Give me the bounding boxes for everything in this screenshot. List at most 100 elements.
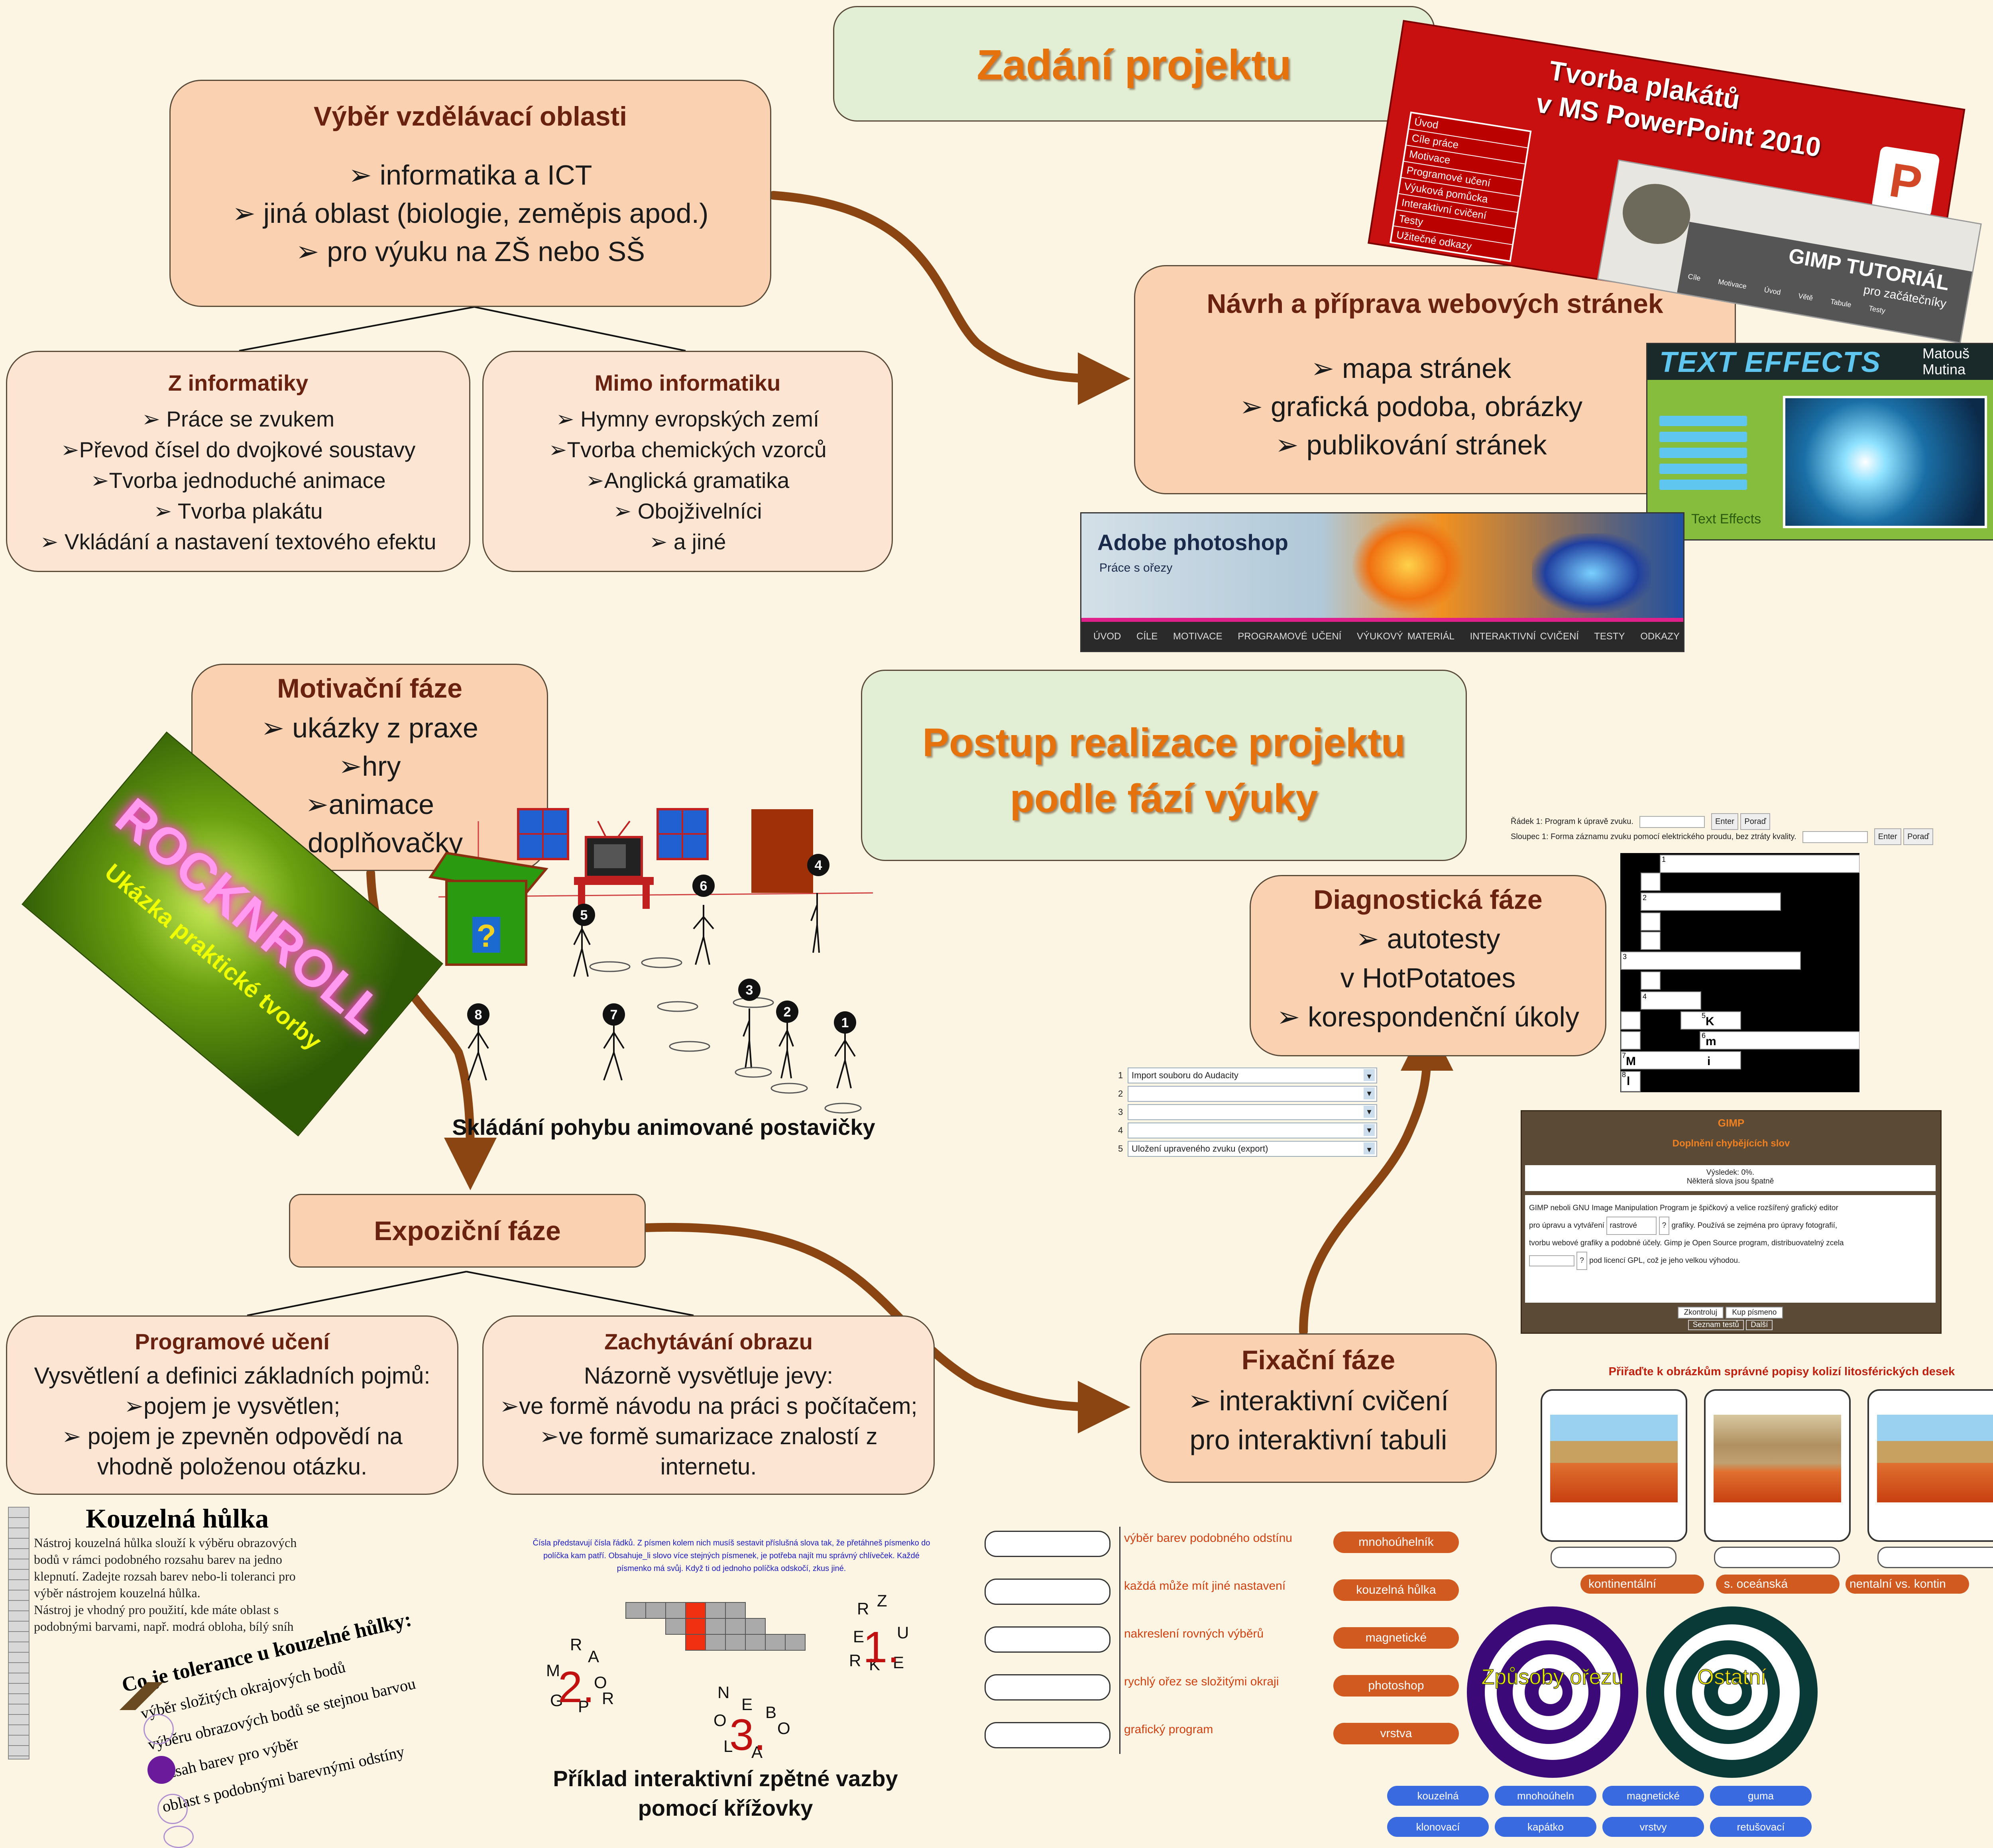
expozicni-title: Expoziční fáze [374,1216,561,1246]
ps-nav-item[interactable]: INTERAKTIVNÍ CVIČENÍ [1470,631,1579,642]
ps-nav-item[interactable]: PROGRAMOVÉ UČENÍ [1238,631,1342,642]
buy-letter-button[interactable]: Kup písmeno [1726,1307,1783,1319]
zachytavani-item: internetu. [660,1454,757,1480]
audacity-order-list: 1 Import souboru do Audacity ▾ 2 ▾ 3 ▾ 4… [1118,1066,1377,1158]
order-select[interactable]: Import souboru do Audacity ▾ [1128,1068,1377,1083]
column-answer-input[interactable] [1802,831,1868,843]
z-informatiky-item: ➢ Tvorba plakátu [153,499,323,523]
svg-text:l: l [1627,1075,1630,1088]
order-select[interactable]: ▾ [1128,1104,1377,1120]
match-chip[interactable]: mnohoúhelník [1333,1531,1459,1553]
hint-button[interactable]: ? [1576,1252,1587,1270]
ps-nav-item[interactable]: ODKAZY [1640,631,1680,642]
radio-option[interactable] [143,1714,174,1744]
svg-text:R: R [570,1635,582,1654]
kriz-instructions: Čísla představují čísla řádků. Z písmen … [533,1539,930,1573]
vyber-box: Výběr vzdělávací oblasti ➢ informatika a… [169,80,771,307]
ps-nav-item[interactable]: MOTIVACE [1173,631,1223,642]
match-description: každá může mít jiné nastavení [1124,1579,1286,1592]
match-slot[interactable] [985,1626,1110,1653]
chip[interactable]: magnetické [1602,1786,1704,1806]
radio-option[interactable] [157,1794,188,1824]
crossword-grid[interactable]: 1 2 3 4 5 6 7 8 K m M i l t C [1620,853,1859,1092]
match-slot[interactable] [985,1531,1110,1557]
plate-drop-slot[interactable] [1877,1547,1993,1568]
match-description: nakreslení rovných výběrů [1124,1627,1264,1640]
row-enter-button[interactable]: Enter [1711,813,1738,830]
zachytavani-item: ➢ve formě návodu na práci s počítačem; [499,1393,918,1419]
chip[interactable]: vrstvy [1602,1817,1704,1837]
fixacni-item: pro interaktivní tabuli [1189,1424,1447,1455]
plate-card[interactable] [1541,1389,1687,1542]
kriz-puzzle[interactable]: R A M O G P R R Z E U R K E N E B O O L … [534,1590,933,1774]
vyber-title: Výběr vzdělávací oblasti [313,101,627,132]
row-answer-input[interactable] [1639,816,1705,828]
svg-text:5: 5 [1702,1012,1706,1020]
test-list-link[interactable]: Seznam testů [1688,1320,1744,1330]
svg-text:1: 1 [841,1015,849,1030]
gimp-nav-item[interactable]: Cíle [1687,272,1702,283]
svg-text:K: K [869,1655,880,1674]
hint-button[interactable]: ? [1659,1217,1670,1235]
chip[interactable]: guma [1710,1786,1812,1806]
mimo-item: ➢ Hymny evropských zemí [556,407,820,431]
photoshop-nav: ÚVOD CÍLE MOTIVACE PROGRAMOVÉ UČENÍ VÝUK… [1081,622,1683,651]
order-select[interactable]: ▾ [1128,1123,1377,1138]
svg-text:M: M [1626,1055,1636,1068]
kouzelna-section: Kouzelná hůlka Nástroj kouzelná hůlka sl… [34,1503,353,1635]
plate-label-chip[interactable]: s. oceánská [1716,1575,1840,1594]
navrh-item: ➢ mapa stránek [1311,353,1511,384]
match-chip[interactable]: kouzelná hůlka [1333,1579,1459,1601]
fill-input[interactable]: rastrové [1606,1217,1657,1235]
postup-title: Postup realizace projektu podle fází výu… [922,720,1405,821]
order-select[interactable]: ▾ [1128,1086,1377,1102]
match-slot[interactable] [985,1674,1110,1701]
fill-input-empty[interactable] [1529,1255,1574,1266]
chevron-down-icon: ▾ [1364,1124,1375,1136]
plate-drop-slot[interactable] [1714,1547,1840,1568]
plate-card[interactable] [1704,1389,1851,1542]
magic-wand-icon [116,1682,167,1710]
chip[interactable]: kouzelná [1387,1786,1489,1806]
svg-text:L: L [723,1737,733,1756]
ps-nav-item[interactable]: TESTY [1594,631,1625,642]
match-slot[interactable] [985,1722,1110,1748]
plate-card[interactable] [1867,1389,1993,1542]
ps-nav-item[interactable]: VÝUKOVÝ MATERIÁL [1356,631,1454,642]
tv-table [574,877,654,885]
check-button[interactable]: Zkontroluj [1677,1307,1724,1319]
svg-text:6: 6 [1702,1032,1706,1040]
stick-figure [693,905,714,965]
diagnosticka-item: ➢ autotesty [1356,923,1500,954]
chip[interactable]: retušovací [1710,1817,1812,1837]
arrow-to-navrh [769,191,1130,405]
plate-drop-slot[interactable] [1551,1547,1677,1568]
match-chip[interactable]: photoshop [1333,1675,1459,1697]
spiral-label: Ostatní [1697,1665,1767,1689]
plate-label-chip[interactable]: kontinentální [1580,1575,1704,1594]
figure-badge-4: 4 [807,854,829,876]
match-chip[interactable]: magnetické [1333,1627,1459,1649]
ps-nav-item[interactable]: CÍLE [1136,631,1158,642]
chip[interactable]: klonovací [1387,1817,1489,1837]
svg-text:E: E [853,1627,864,1646]
chip[interactable]: kapátko [1495,1817,1596,1837]
radio-option[interactable] [163,1826,194,1848]
chip[interactable]: mnohoúheln [1495,1786,1596,1806]
row-hint-button[interactable]: Poraď [1740,813,1770,830]
programove-item: Vysvětlení a definici základních pojmů: [34,1363,430,1389]
column-enter-button[interactable]: Enter [1874,828,1901,845]
column-hint-button[interactable]: Poraď [1903,828,1933,845]
ps-nav-item[interactable]: ÚVOD [1093,631,1121,642]
order-select[interactable]: Uložení upraveného zvuku (export) ▾ [1128,1141,1377,1157]
match-slot[interactable] [985,1579,1110,1605]
svg-text:5: 5 [580,908,588,923]
spiral-target-2[interactable] [1646,1606,1818,1778]
radio-option-selected[interactable] [147,1756,175,1784]
spiral-target-1[interactable] [1467,1606,1638,1778]
next-link[interactable]: Další [1746,1320,1773,1330]
plate-label-chip[interactable]: nentalní vs. kontin [1846,1575,1969,1594]
door [751,809,813,893]
svg-text:i: i [1707,1055,1710,1068]
match-chip[interactable]: vrstva [1333,1723,1459,1744]
